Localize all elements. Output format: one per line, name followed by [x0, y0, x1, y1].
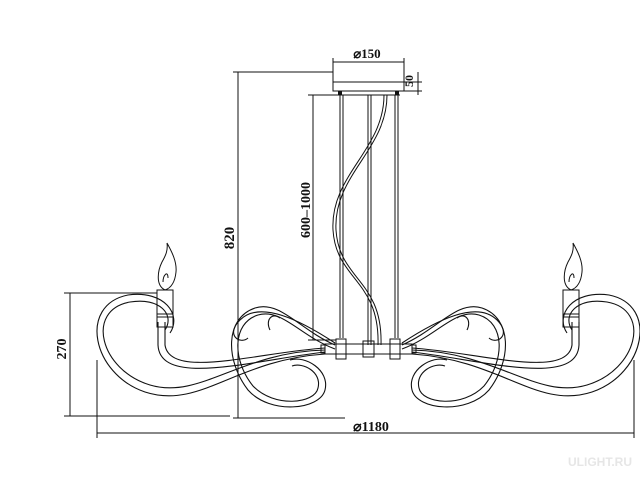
fixture-height-dimension: 270 [55, 292, 230, 417]
power-cable [332, 94, 385, 346]
adjustable-drop-label: 600–1000 [299, 182, 314, 238]
right-arms [401, 293, 640, 408]
left-bulb [157, 242, 177, 291]
left-arms [96, 293, 336, 408]
left-candle [156, 242, 177, 328]
central-hub [320, 338, 417, 360]
fixture-height-label: 270 [55, 339, 70, 360]
total-height-dimension: 820 [222, 71, 345, 419]
canopy-height-label: 50 [402, 75, 416, 87]
watermark: ULIGHT.RU [568, 455, 632, 469]
canopy-height-dimension: 50 [402, 72, 422, 95]
right-candle [562, 242, 583, 328]
canopy-diameter-dimension: ⌀150 [332, 46, 405, 82]
canopy [332, 81, 405, 96]
suspension [332, 94, 399, 346]
canopy-diameter-label: ⌀150 [353, 46, 380, 61]
total-height-label: 820 [222, 227, 238, 250]
right-bulb [563, 242, 583, 291]
total-diameter-label: ⌀1180 [353, 420, 389, 435]
total-diameter-dimension: ⌀1180 [96, 360, 635, 438]
adjustable-drop-dimension: 600–1000 [299, 94, 338, 341]
